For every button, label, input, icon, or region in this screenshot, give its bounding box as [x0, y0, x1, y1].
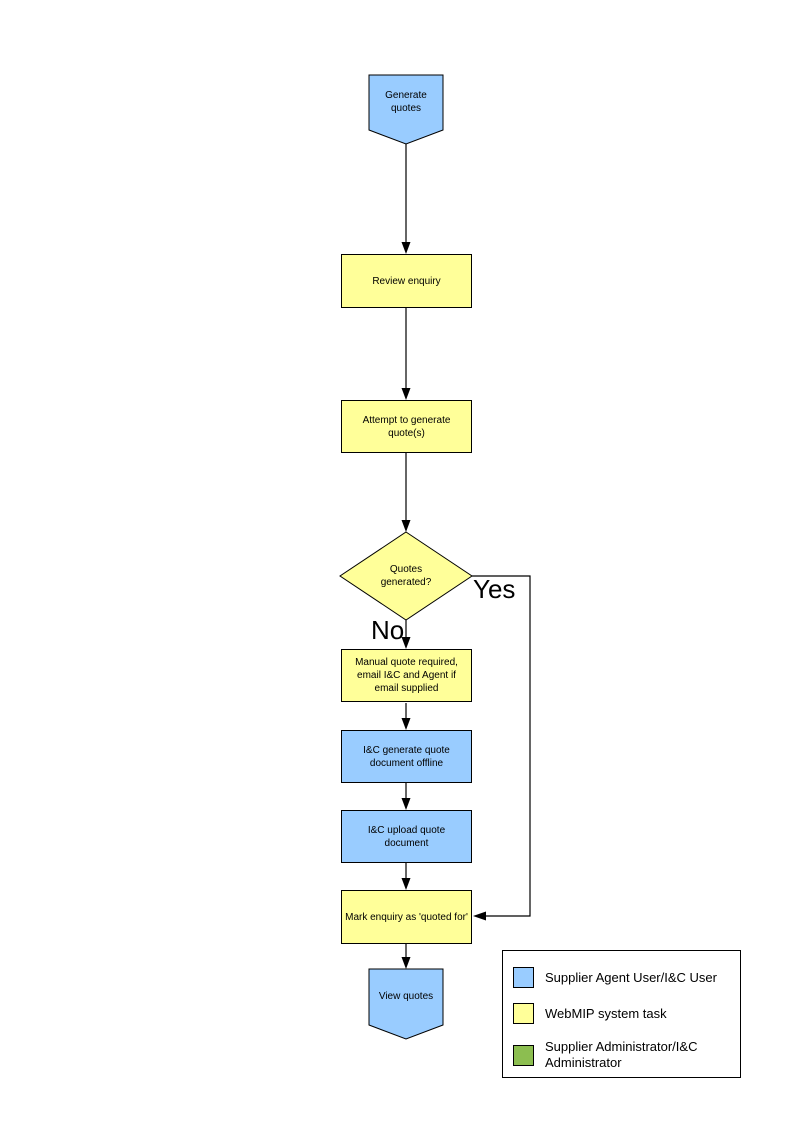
connector-icupload-to-mark: [401, 863, 411, 890]
branch-label-yes: Yes: [473, 574, 516, 604]
connector-manual-to-icgenerate: [401, 703, 411, 730]
connector-attempt-to-decision: [401, 453, 411, 532]
node-generate-quotes-shape: [368, 74, 444, 145]
connector-no-to-manual: [401, 620, 411, 649]
connector-icgenerate-to-icupload: [401, 783, 411, 810]
node-attempt-generate: Attempt to generate quote(s): [341, 400, 472, 453]
node-review-enquiry: Review enquiry: [341, 254, 472, 308]
legend-item-webmip-task: WebMIP system task: [513, 1003, 730, 1024]
legend-swatch-green: [513, 1044, 534, 1066]
node-mark-enquiry: Mark enquiry as 'quoted for': [341, 890, 472, 944]
node-ic-generate-offline: I&C generate quote document offline: [341, 730, 472, 783]
node-manual-quote: Manual quote required, email I&C and Age…: [341, 649, 472, 702]
legend-label: Supplier Administrator/I&C Administrator: [545, 1039, 698, 1070]
legend-swatch-blue: [513, 967, 534, 988]
connector-review-to-attempt: [401, 308, 411, 400]
legend-item-supplier-agent: Supplier Agent User/I&C User: [513, 967, 730, 988]
legend-label: WebMIP system task: [545, 1005, 667, 1021]
connector-start-to-review: [401, 144, 411, 254]
legend: Supplier Agent User/I&C User WebMIP syst…: [502, 950, 741, 1078]
legend-swatch-yellow: [513, 1003, 534, 1024]
legend-label: Supplier Agent User/I&C User: [545, 969, 717, 985]
connector-yes-to-mark: [472, 575, 531, 921]
connector-mark-to-view: [401, 944, 411, 969]
node-quotes-generated-shape: [339, 531, 473, 621]
node-view-quotes-shape: [368, 968, 444, 1040]
legend-item-supplier-admin: Supplier Administrator/I&C Administrator: [513, 1039, 730, 1071]
branch-label-no: No: [371, 615, 405, 645]
node-ic-upload: I&C upload quote document: [341, 810, 472, 863]
